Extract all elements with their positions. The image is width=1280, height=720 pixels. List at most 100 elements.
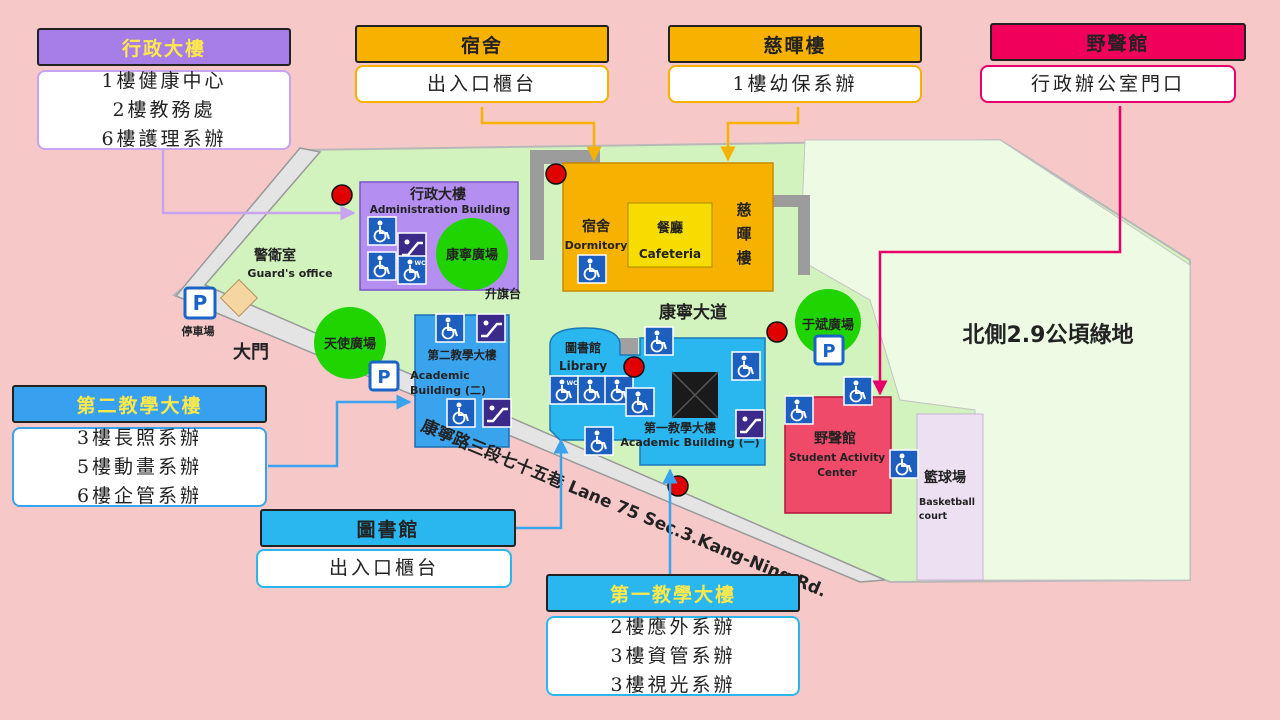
- callout-second-title: 第二教學大樓: [12, 385, 267, 423]
- yubin-plaza-label: 于斌廣場: [802, 317, 854, 333]
- first-building-en: Academic Building (一): [620, 436, 759, 449]
- parking-sign[interactable]: [183, 286, 217, 320]
- callout-cihui-title: 慈暉樓: [668, 25, 922, 63]
- wheelchair-icon: [584, 426, 614, 456]
- callout-yesheng-body: 行政辦公室門口: [980, 65, 1236, 103]
- callout-library: 圖書館 出入口櫃台: [256, 509, 516, 588]
- parking-sign-3-p: P: [822, 341, 835, 362]
- wheelchair-icon: [577, 254, 607, 284]
- callout-admin-body: 1樓健康中心 2樓教務處 6樓護理系辦: [37, 70, 291, 150]
- wheelchair-icon: [446, 398, 476, 428]
- callout-admin-line: 6樓護理系辦: [101, 127, 227, 150]
- second-building-en2: Building (二): [410, 384, 486, 397]
- callout-admin: 行政大樓 1樓健康中心 2樓教務處 6樓護理系辦: [37, 28, 291, 150]
- courtyard-x2: [671, 371, 719, 419]
- parking-sign-3[interactable]: [813, 334, 845, 366]
- parking-sign-2[interactable]: [368, 360, 400, 392]
- first-building-zh: 第一教學大樓: [644, 420, 716, 435]
- walkway-left: [530, 150, 544, 260]
- yubin-plaza[interactable]: [795, 289, 861, 355]
- connector-admin: [161, 150, 356, 221]
- parking-label: 停車場: [182, 324, 215, 338]
- location-marker-avenue[interactable]: [766, 321, 788, 343]
- callout-library-body: 出入口櫃台: [256, 549, 512, 588]
- callout-first: 第一教學大樓 2樓應外系辦 3樓資管系辦 3樓視光系辦: [546, 574, 800, 696]
- escalator-icon: [476, 313, 506, 343]
- kangning-plaza-label: 康寧廣場: [446, 247, 498, 263]
- callout-dorm-body: 出入口櫃台: [355, 65, 609, 103]
- callout-dorm-title: 宿舍: [355, 25, 609, 63]
- callout-dorm: 宿舍 出入口櫃台: [355, 25, 609, 103]
- student-center-en1: Student Activity: [789, 452, 885, 464]
- callout-second: 第二教學大樓 3樓長照系辦 5樓動畫系辦 6樓企管系辦: [12, 385, 267, 507]
- wheelchair-icon: [784, 395, 814, 425]
- escalator-icon: [482, 398, 512, 428]
- wheelchair-icon: [367, 216, 397, 246]
- parking-sign-2-p: P: [377, 367, 390, 388]
- wheelchair-icon: [843, 376, 873, 406]
- location-marker-dorm[interactable]: [545, 163, 567, 185]
- second-building-en1: Academic: [410, 369, 470, 382]
- basketball-en2: court: [919, 511, 948, 522]
- wheelchair-icon: [435, 313, 465, 343]
- admin-building-en: Administration Building: [370, 204, 511, 216]
- callout-admin-line: 1樓健康中心: [101, 69, 227, 92]
- parking-sign-p: P: [193, 291, 208, 315]
- green-area-label: 北側2.9公頃綠地: [963, 322, 1134, 348]
- student-center-en2: Center: [817, 467, 857, 479]
- student-center-zh: 野聲館: [814, 430, 856, 447]
- location-marker-library[interactable]: [623, 356, 645, 378]
- wc-label: WC: [414, 260, 426, 267]
- cafeteria-label-en: Cafeteria: [639, 247, 701, 261]
- kangning-plaza[interactable]: [436, 218, 508, 290]
- connector-library: [516, 438, 569, 530]
- guard-office-zh: 警衛室: [254, 247, 296, 264]
- callout-library-line: 出入口櫃台: [328, 557, 439, 579]
- angel-plaza[interactable]: [314, 307, 386, 379]
- wheelchair-icon: [889, 449, 919, 479]
- main-gate-label: 大門: [233, 341, 269, 363]
- location-marker-admin[interactable]: [331, 184, 353, 206]
- connector-dorm: [480, 107, 602, 162]
- walkway-top: [530, 150, 600, 164]
- wheelchair-icon: [577, 375, 607, 405]
- dormitory-label-en: Dormitory: [565, 239, 628, 252]
- wheelchair-icon: [644, 326, 674, 356]
- callout-cihui: 慈暉樓 1樓幼保系辦: [668, 25, 922, 103]
- guard-office-en: Guard's office: [247, 267, 332, 280]
- callout-yesheng: 野聲館 行政辦公室門口: [980, 23, 1246, 103]
- angel-plaza-label: 天使廣場: [324, 336, 376, 352]
- guard-office-building: [219, 278, 259, 318]
- basketball-court[interactable]: [916, 413, 984, 581]
- dormitory-label-zh: 宿舍: [582, 218, 611, 235]
- cafeteria-building[interactable]: [627, 202, 713, 268]
- avenue-label: 康寧大道: [659, 302, 727, 323]
- callout-first-title: 第一教學大樓: [546, 574, 800, 612]
- callout-first-line: 3樓資管系辦: [610, 644, 736, 667]
- callout-yesheng-line: 行政辦公室門口: [1030, 72, 1185, 95]
- accessible-toilet-icon: WC: [397, 255, 427, 285]
- wheelchair-icon: [625, 387, 655, 417]
- accessible-toilet-icon: WC: [549, 375, 579, 405]
- callout-first-line: 3樓視光系辦: [610, 673, 736, 696]
- wc-label: WC: [566, 380, 578, 387]
- road-band: [174, 147, 886, 583]
- basketball-en1: Basketball: [919, 497, 975, 508]
- callout-yesheng-title: 野聲館: [990, 23, 1246, 61]
- accessibility-icons: WC WC: [367, 216, 919, 479]
- walkway-right2: [798, 195, 810, 275]
- callout-cihui-body: 1樓幼保系辦: [668, 65, 922, 103]
- library-label-zh: 圖書館: [565, 340, 601, 355]
- admin-building-zh: 行政大樓: [409, 186, 466, 203]
- callout-admin-line: 2樓教務處: [112, 98, 216, 121]
- callout-second-line: 3樓長照系辦: [76, 426, 203, 449]
- callout-first-line: 2樓應外系辦: [610, 615, 736, 638]
- second-building-zh: 第二教學大樓: [428, 348, 497, 362]
- connector-second: [268, 394, 412, 468]
- connector-yesheng: [872, 106, 1122, 396]
- callout-library-title: 圖書館: [260, 509, 516, 547]
- basketball-zh: 籃球場: [923, 469, 966, 486]
- callout-first-body: 2樓應外系辦 3樓資管系辦 3樓視光系辦: [546, 616, 800, 696]
